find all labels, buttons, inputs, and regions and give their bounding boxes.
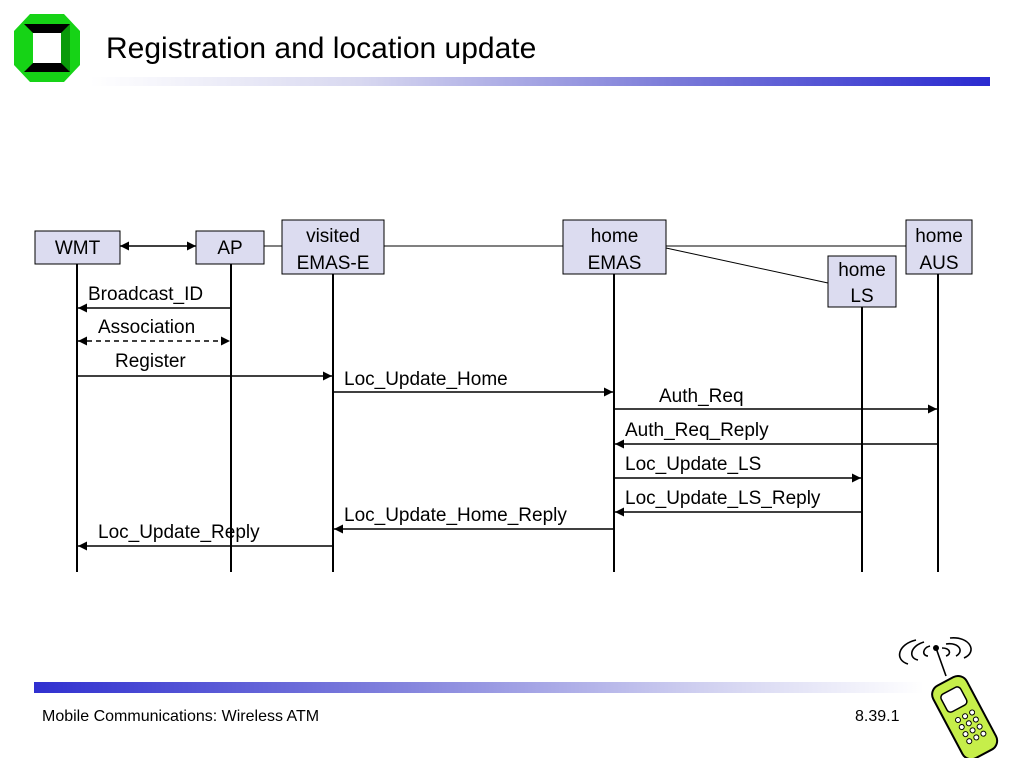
entity-home-emas: home EMAS (562, 219, 667, 275)
message-loc-update-home-reply-label: Loc_Update_Home_Reply (344, 505, 567, 526)
entity-home-ls: home LS (827, 255, 897, 308)
message-association-label: Association (98, 317, 195, 338)
message-register: Register (77, 351, 332, 381)
footer-bar (34, 682, 924, 693)
message-loc-update-ls-label: Loc_Update_LS (625, 454, 761, 475)
entity-home-emas-label-1: home (591, 226, 639, 247)
message-loc-update-home-label: Loc_Update_Home (344, 369, 508, 390)
slide-title: Registration and location update (106, 32, 537, 65)
entity-home-aus-label-1: home (915, 226, 963, 247)
message-auth-req: Auth_Req (614, 386, 937, 414)
entity-home-ls-label-1: home (838, 260, 886, 281)
message-auth-req-reply-label: Auth_Req_Reply (625, 420, 769, 441)
message-loc-update-reply-label: Loc_Update_Reply (98, 522, 260, 543)
footer-slide-number: 8.39.1 (855, 708, 900, 725)
message-auth-req-label: Auth_Req (659, 386, 744, 407)
entity-wmt: WMT (34, 230, 121, 265)
message-loc-update-ls-reply: Loc_Update_LS_Reply (615, 488, 862, 517)
message-broadcast-id: Broadcast_ID (78, 284, 231, 313)
title-underline-bar (90, 77, 990, 86)
entity-home-aus-label-2: AUS (919, 253, 958, 274)
entity-home-ls-label-2: LS (850, 286, 873, 307)
mobile-phone-icon (898, 637, 999, 758)
link-home-ls (665, 247, 829, 284)
message-loc-update-reply: Loc_Update_Reply (78, 522, 333, 551)
message-association: Association (78, 317, 230, 346)
message-loc-update-home: Loc_Update_Home (333, 369, 613, 397)
entity-wmt-label: WMT (55, 238, 101, 259)
message-loc-update-home-reply: Loc_Update_Home_Reply (334, 505, 614, 534)
message-auth-req-reply: Auth_Req_Reply (615, 420, 938, 449)
entity-visited-label-2: EMAS-E (297, 253, 370, 274)
entity-ap: AP (195, 230, 265, 265)
entity-visited-emas-e: visited EMAS-E (281, 219, 385, 275)
university-logo (14, 14, 80, 82)
message-loc-update-ls: Loc_Update_LS (614, 454, 861, 483)
entity-visited-label-1: visited (306, 226, 360, 247)
entity-home-aus: home AUS (905, 219, 973, 275)
message-loc-update-ls-reply-label: Loc_Update_LS_Reply (625, 488, 821, 509)
entity-ap-label: AP (217, 238, 242, 259)
entity-home-emas-label-2: EMAS (588, 253, 642, 274)
message-register-label: Register (115, 351, 186, 372)
message-broadcast-id-label: Broadcast_ID (88, 284, 203, 305)
footer-course-title: Mobile Communications: Wireless ATM (42, 708, 320, 725)
